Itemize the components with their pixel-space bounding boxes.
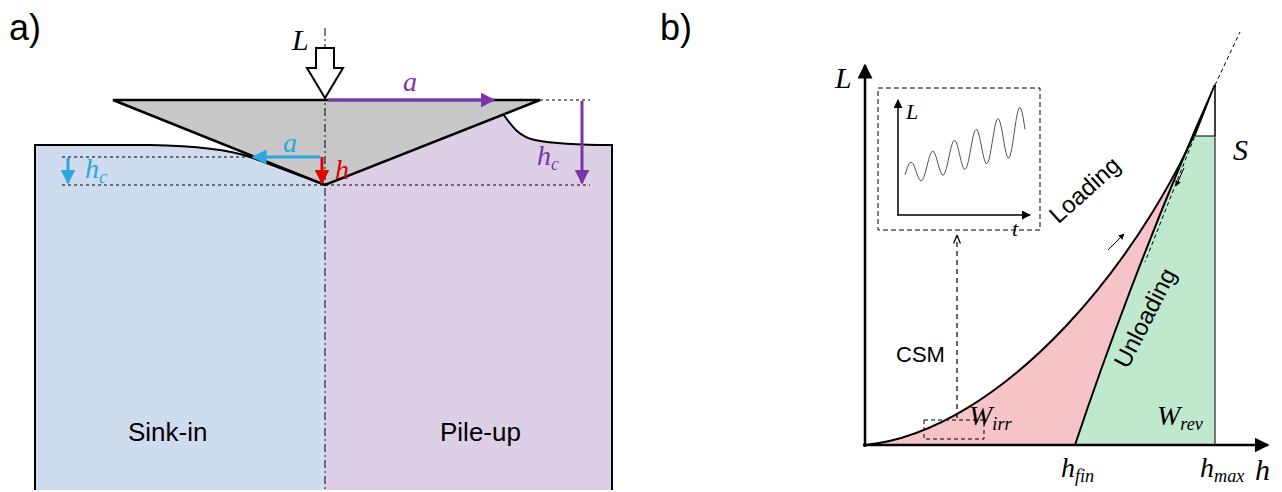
panel-label: a) [9,10,41,46]
loading-extension [1215,32,1240,85]
material-region: Sink-in [128,419,207,445]
csm-arrow [956,236,957,418]
stiffness-tangent [1145,85,1215,262]
material-region: Pile-up [436,415,525,449]
reversible-work [1075,85,1215,445]
contact-depth: hc [85,155,107,187]
hmax-line [1215,85,1216,445]
material-region: Sink-in [124,415,211,449]
curve-label: Unloading [1110,264,1180,371]
contact-radius: a [283,129,297,157]
curve-label: Loading [1045,153,1125,228]
work-area: Wrev [1153,398,1207,438]
oscillating-load [905,108,1025,181]
axis-tick-label: hmax [1200,454,1244,486]
unloading-direction [1176,168,1184,186]
work-area: Wirr [965,398,1016,438]
sink-in-region [35,145,325,490]
work-area: Wirr [969,402,1012,434]
work-area: Wrev [1157,402,1203,434]
indenter [113,100,540,185]
panel-label: b) [660,10,692,46]
csm-inset [878,88,1040,230]
unloading-curve [1075,85,1215,445]
irreversible-work [865,85,1215,445]
inset-axis-label: L [906,101,918,123]
a-arrow-pile [328,99,494,102]
y-axis [864,65,867,447]
load-symbol: L [292,25,309,55]
material-region: Pile-up [440,419,521,445]
hc-arrow-sink [67,158,70,183]
loading-direction [1108,234,1124,250]
surface-outline [35,102,612,490]
axis-tick-label: hfin [1061,454,1094,486]
contact-depth: hc [537,142,559,174]
x-axis [863,444,1268,447]
inset-y-axis [897,100,899,215]
contact-radius: a [403,68,417,96]
h-arrow [321,157,324,183]
axis-label: L [835,63,852,93]
axis-label: h [1255,455,1270,485]
inset-axis-label: t [1012,218,1018,240]
loading-curve [865,85,1215,445]
stiffness-symbol: S [1233,135,1248,165]
method-label: CSM [896,344,945,366]
hc-arrow-pile [581,101,584,183]
reference-lines [62,100,612,185]
depth-symbol: h [335,156,349,184]
load-arrow [307,48,343,98]
inset-x-axis [897,214,1030,216]
stiffness-triangle [1195,85,1215,136]
